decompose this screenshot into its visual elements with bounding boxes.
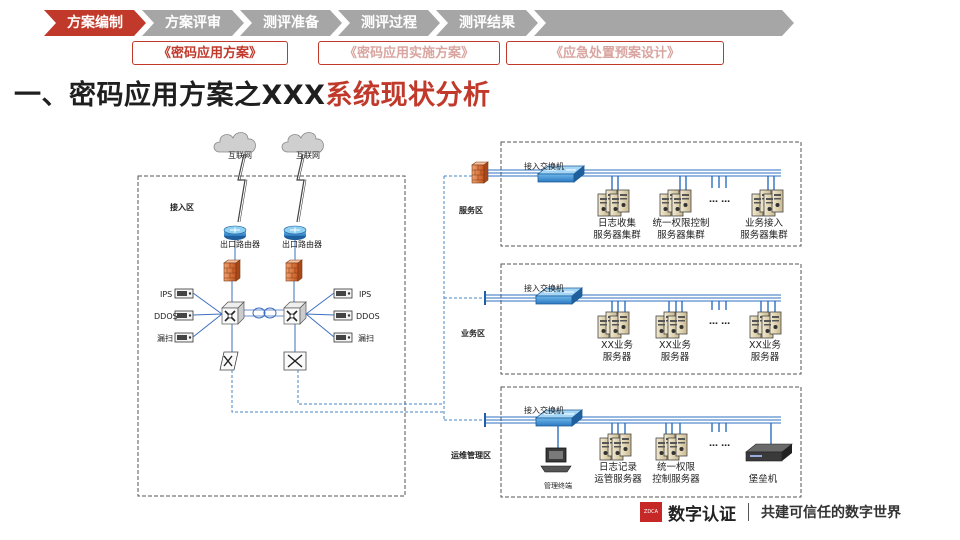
service-switch-label: 接入交换机 (524, 162, 564, 171)
ddos-right-label: DDOS (356, 312, 380, 321)
xx-business-2-line2: 服务器 (660, 352, 690, 363)
auth-control-line2: 服务器集群 (657, 230, 705, 241)
egress-router-left-icon (223, 225, 247, 241)
internet-cloud-right-icon (281, 132, 324, 153)
service-zone-firewall-icon (471, 161, 489, 184)
internet-label-left: 互联网 (228, 151, 252, 160)
xx-business-3-line1: XX业务 (748, 340, 782, 351)
access-zone-label: 接入区 (170, 203, 194, 212)
ops-switch-label: 接入交换机 (524, 406, 564, 415)
business-access-server-label: 业务接入服务器集群 (740, 218, 788, 242)
ddos-left-label: DDOS (154, 312, 178, 321)
scanner-right-label: 漏扫 (358, 334, 374, 343)
business-zone-label: 业务区 (461, 329, 485, 338)
xx-business-3-line2: 服务器 (750, 352, 780, 363)
step-tab-4[interactable]: 测评过程 (338, 10, 440, 36)
bastion-host-icon (745, 443, 793, 462)
bastion-host-label: 堡垒机 (748, 474, 778, 485)
scanner-appliance-right-icon (333, 332, 353, 343)
access-switch-left-icon (219, 351, 239, 371)
log-ops-line1: 日志记录 (598, 462, 638, 473)
service-zone-border (500, 141, 802, 247)
auth-control-ops-label: 统一权限控制服务器 (652, 462, 700, 486)
xx-business-1-line2: 服务器 (602, 352, 632, 363)
log-collect-line2: 服务器集群 (593, 230, 641, 241)
ips-left-label: IPS (160, 290, 173, 299)
management-terminal-label: 管理终端 (544, 482, 572, 490)
xx-business-server-3-label: XX业务服务器 (749, 340, 781, 364)
firewall-left-icon (223, 259, 241, 282)
subtab-emergency-plan[interactable]: 《应急处置预案设计》 (506, 41, 724, 65)
access-switch-right-icon (283, 351, 307, 371)
access-zone-border (137, 175, 406, 497)
service-ellipsis: … … (709, 195, 731, 205)
subtab-crypto-plan[interactable]: 《密码应用方案》 (132, 41, 288, 65)
ops-zone-label: 运维管理区 (451, 451, 491, 460)
xx-business-1-line1: XX业务 (600, 340, 634, 351)
scanner-left-label: 漏扫 (157, 334, 173, 343)
auth-control-ops-line1: 统一权限 (656, 462, 696, 473)
egress-router-right-label: 出口路由器 (282, 240, 322, 249)
chevron-tail (534, 10, 794, 36)
brand-footer: ZDCA 数字认证 共建可信任的数字世界 (640, 500, 901, 525)
business-ellipsis: … … (709, 317, 731, 327)
xx-business-server-1-label: XX业务服务器 (601, 340, 633, 364)
log-collect-line1: 日志收集 (597, 218, 637, 229)
step-tab-2[interactable]: 方案评审 (142, 10, 244, 36)
brand-slogan: 共建可信任的数字世界 (761, 505, 901, 521)
step-tab-5[interactable]: 测评结果 (436, 10, 538, 36)
title-prefix: 一、密码应用方案之XXX (14, 80, 326, 111)
log-ops-line2: 运管服务器 (594, 474, 642, 485)
log-collect-server-label: 日志收集服务器集群 (593, 218, 641, 242)
business-access-line1: 业务接入 (744, 218, 784, 229)
service-zone-label: 服务区 (459, 206, 483, 215)
ips-right-label: IPS (359, 290, 372, 299)
egress-router-right-icon (283, 225, 307, 241)
auth-control-ops-line2: 控制服务器 (652, 474, 700, 485)
business-access-line2: 服务器集群 (740, 230, 788, 241)
management-terminal-icon (540, 447, 572, 473)
ddos-appliance-right-icon (333, 310, 353, 321)
scanner-appliance-left-icon (174, 332, 194, 343)
internet-label-right: 互联网 (296, 151, 320, 160)
business-zone-border (500, 263, 802, 375)
step-tab-1[interactable]: 方案编制 (44, 10, 146, 36)
step-tab-3[interactable]: 测评准备 (240, 10, 342, 36)
brand-divider (748, 503, 749, 521)
auth-control-line1: 统一权限控制 (652, 218, 710, 229)
log-ops-server-label: 日志记录运管服务器 (594, 462, 642, 486)
ips-appliance-right-icon (333, 288, 353, 299)
auth-control-server-label: 统一权限控制服务器集群 (652, 218, 709, 242)
business-zone-port-icon (484, 291, 486, 305)
title-highlight: 系统现状分析 (325, 80, 491, 111)
xx-business-server-2-label: XX业务服务器 (659, 340, 691, 364)
firewall-right-icon (285, 259, 303, 282)
business-switch-label: 接入交换机 (524, 284, 564, 293)
page-title: 一、密码应用方案之XXX系统现状分析 (14, 73, 490, 112)
ops-ellipsis: … … (709, 439, 731, 449)
brand-name: 数字认证 (668, 504, 736, 525)
core-switch-left-icon (221, 301, 245, 325)
core-switch-right-icon (283, 301, 307, 325)
xx-business-2-line1: XX业务 (658, 340, 692, 351)
internet-cloud-left-icon (213, 132, 256, 153)
brand-logo-icon: ZDCA (640, 502, 662, 522)
subtab-implementation-plan[interactable]: 《密码应用实施方案》 (318, 41, 500, 65)
egress-router-left-label: 出口路由器 (220, 240, 260, 249)
ips-appliance-left-icon (174, 288, 194, 299)
ops-zone-border (500, 386, 802, 498)
ops-zone-port-icon (484, 413, 486, 427)
